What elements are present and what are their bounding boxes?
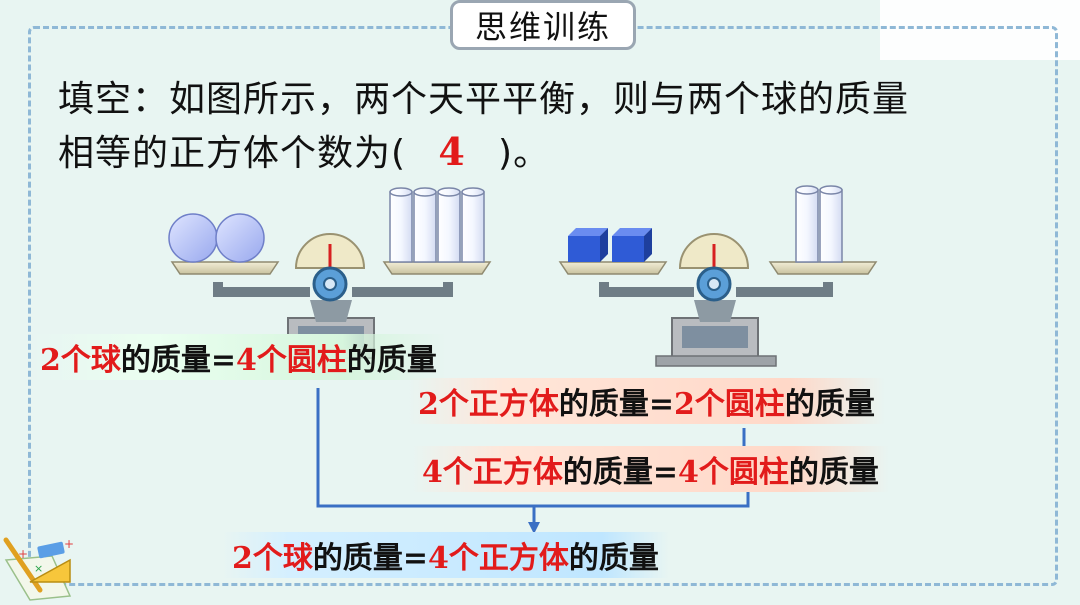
eq4-term-d: 的质量: [568, 541, 659, 576]
cube-icon: [568, 228, 652, 262]
svg-text:+: +: [18, 547, 28, 561]
eq1-term-c: 4个圆柱: [236, 343, 347, 378]
page-title: 思维训练: [474, 8, 611, 46]
eq3-term-d: 的质量: [788, 455, 879, 490]
question-suffix: )。: [498, 133, 551, 174]
question-line-2: 相等的正方体个数为( 4 )。: [58, 124, 550, 176]
equation-balls-cylinders: 2个球的质量=4个圆柱的质量: [30, 334, 447, 380]
eq4-term-b: 的质量=: [312, 541, 429, 576]
eq3-term-a: 4个正方体: [422, 455, 563, 490]
eq1-term-d: 的质量: [346, 343, 437, 378]
arrow-down-icon: [528, 522, 540, 534]
eq4-term-a: 2个球: [232, 541, 313, 576]
answer-value: 4: [438, 129, 466, 174]
eq2-term-d: 的质量: [784, 387, 875, 422]
title-badge: 思维训练: [450, 0, 636, 50]
sphere-icon: [168, 213, 265, 263]
equation-balls-cubes-result: 2个球的质量=4个正方体的质量: [222, 532, 669, 578]
eq2-term-b: 的质量=: [558, 387, 675, 422]
eq3-term-b: 的质量=: [562, 455, 679, 490]
svg-text:×: ×: [34, 562, 43, 575]
corner-overlay: [880, 0, 1080, 60]
equation-four-cubes-cylinders: 4个正方体的质量=4个圆柱的质量: [412, 446, 889, 492]
question-prefix: 相等的正方体个数为(: [58, 133, 407, 174]
svg-text:+: +: [64, 537, 74, 551]
stationery-icon: + + ×: [3, 537, 74, 601]
question-line-1: 填空：如图所示，两个天平平衡，则与两个球的质量: [58, 79, 910, 120]
cylinder-icon: [389, 187, 485, 263]
eq1-term-b: 的质量=: [120, 343, 237, 378]
left-balance-scale-icon: [168, 187, 492, 359]
cylinder-icon: [795, 185, 843, 263]
eq1-term-a: 2个球: [40, 343, 121, 378]
eq3-term-c: 4个圆柱: [678, 455, 789, 490]
equation-cubes-cylinders: 2个正方体的质量=2个圆柱的质量: [408, 378, 885, 424]
eq2-term-c: 2个圆柱: [674, 387, 785, 422]
eq4-term-c: 4个正方体: [428, 541, 569, 576]
right-balance-scale-icon: [558, 185, 878, 367]
eq2-term-a: 2个正方体: [418, 387, 559, 422]
